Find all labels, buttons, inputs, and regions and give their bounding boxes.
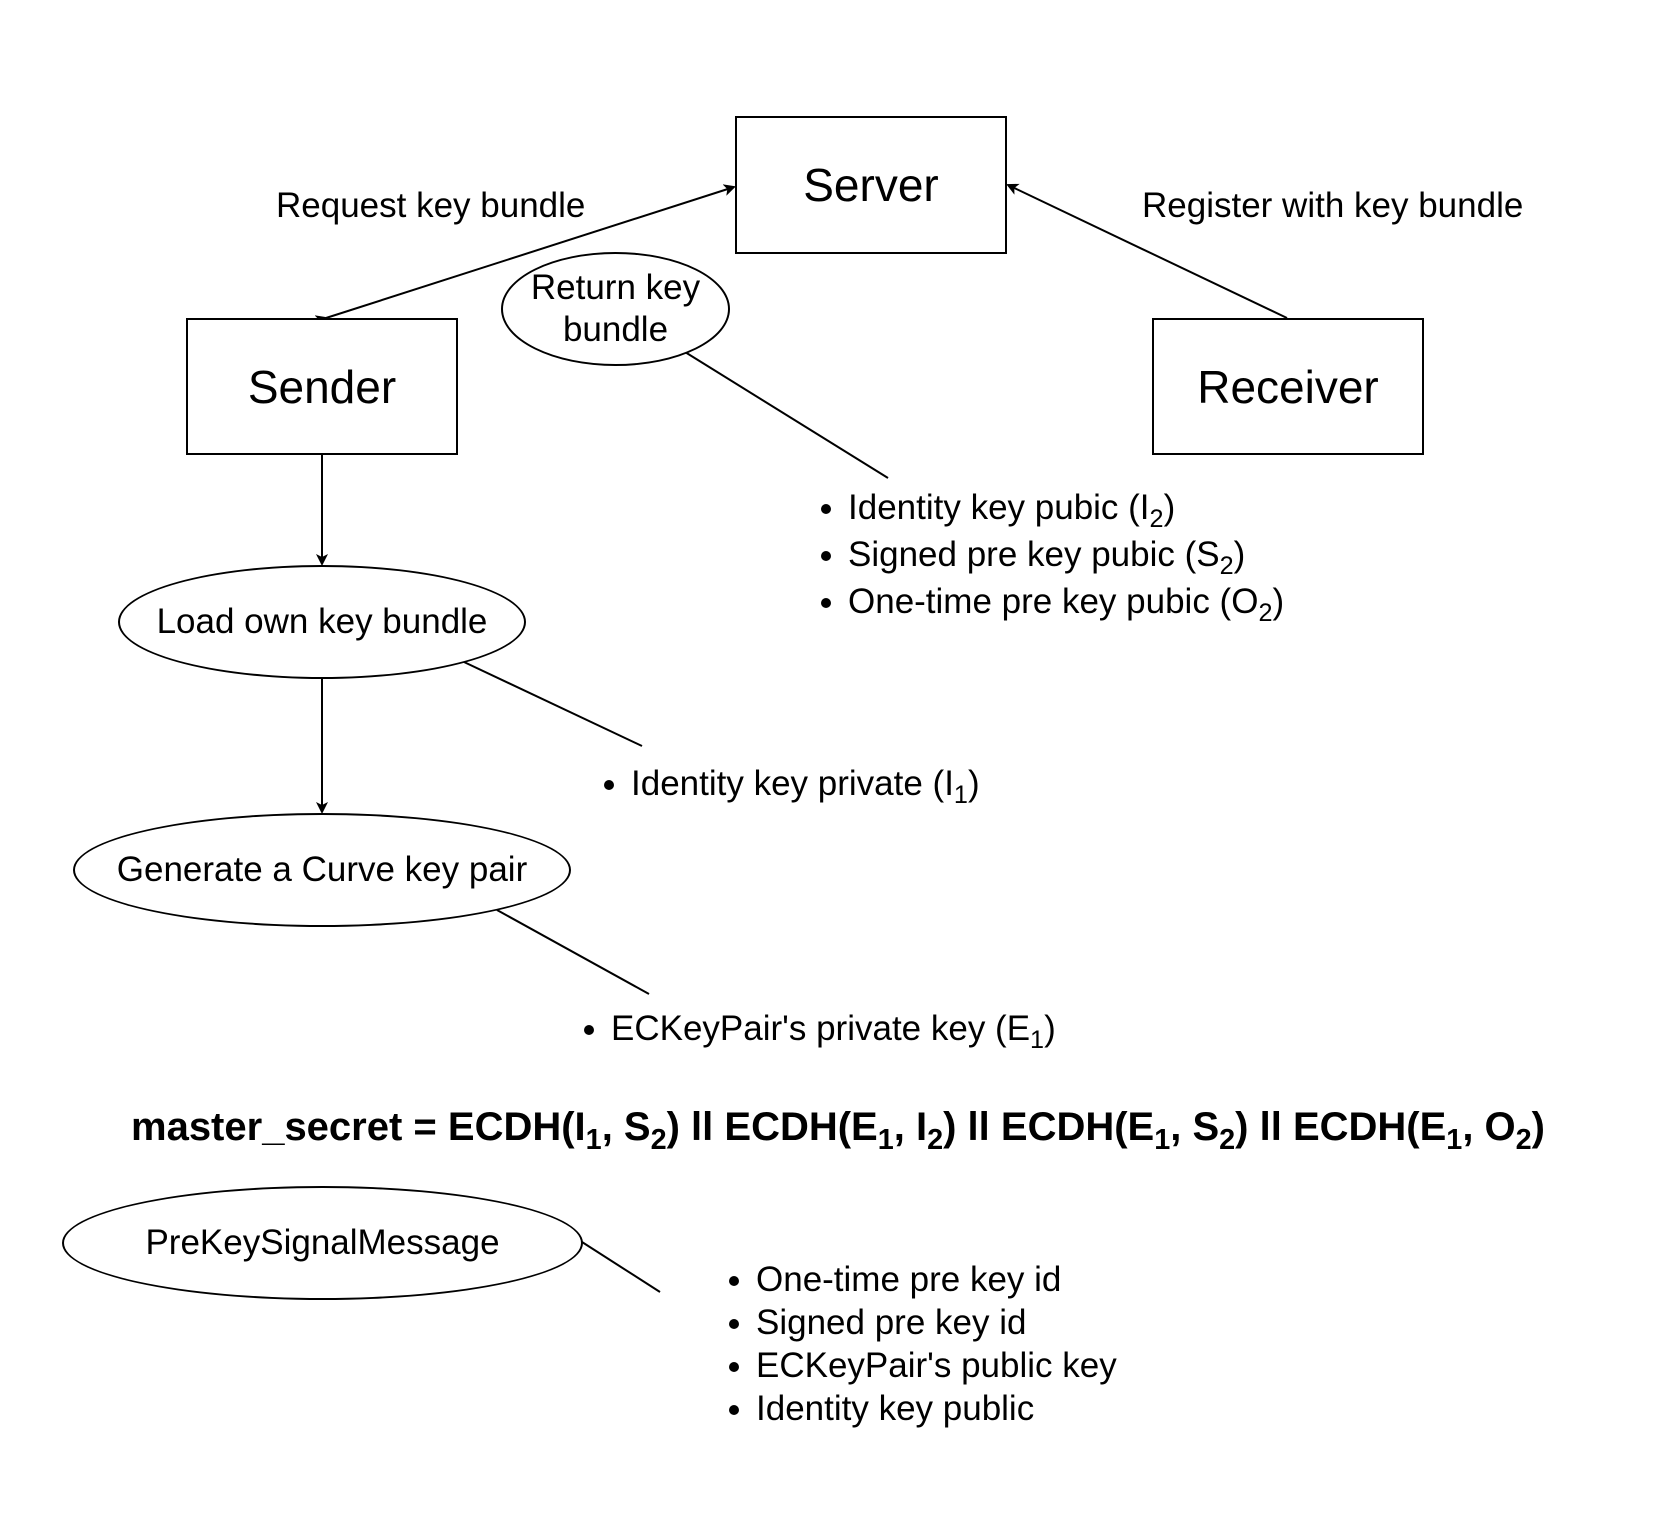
request-key-bundle-label: Request key bundle [276,186,586,225]
list-item: ECKeyPair's private key (E1) [611,1007,1056,1053]
list-item: Signed pre key pubic (S2) [848,531,1284,579]
register-with-key-bundle-label: Register with key bundle [1142,186,1524,225]
sender-node: Sender [186,318,458,455]
receiver-label: Receiver [1197,360,1379,413]
list-item: Identity key pubic (I2) [848,484,1284,532]
return-key-bundle-label-line1: Return key [530,268,701,307]
return-bundle-connector [684,351,889,479]
list-item: One-time pre key id [756,1258,1117,1301]
load-bundle-connector [463,661,643,747]
own-bundle-list: Identity key private (I1) [599,762,980,808]
generate-curve-key-pair-node: Generate a Curve key pair [73,813,571,927]
pre-key-signal-message-label: PreKeySignalMessage [145,1223,500,1262]
receiver-node: Receiver [1152,318,1424,455]
returned-bundle-list: Identity key pubic (I2) Signed pre key p… [816,484,1284,626]
server-label: Server [803,159,939,211]
message-connector [581,1241,661,1293]
master-secret-formula: master_secret = ECDH(I1, S2) ll ECDH(E1,… [131,1105,1545,1156]
pre-key-signal-message-node: PreKeySignalMessage [62,1186,583,1300]
generate-pair-connector [496,909,650,995]
list-item: Identity key private (I1) [631,762,980,808]
list-item: ECKeyPair's public key [756,1344,1117,1387]
load-own-key-bundle-node: Load own key bundle [118,565,526,679]
request-key-bundle-arrow [314,184,736,327]
list-item: Signed pre key id [756,1301,1117,1344]
register-with-key-bundle-arrow [1006,183,1288,319]
return-key-bundle-label-line2: bundle [562,310,669,349]
server-node: Server [735,116,1007,254]
key-pair-list: ECKeyPair's private key (E1) [579,1007,1056,1053]
list-item: One-time pre key pubic (O2) [848,578,1284,626]
message-contents-list: One-time pre key id Signed pre key id EC… [724,1258,1117,1430]
list-item: Identity key public [756,1387,1117,1430]
sender-label: Sender [247,360,397,413]
generate-curve-key-pair-label: Generate a Curve key pair [116,850,528,889]
return-key-bundle-node: Return key bundle [501,252,730,366]
load-own-key-bundle-label: Load own key bundle [156,602,488,641]
